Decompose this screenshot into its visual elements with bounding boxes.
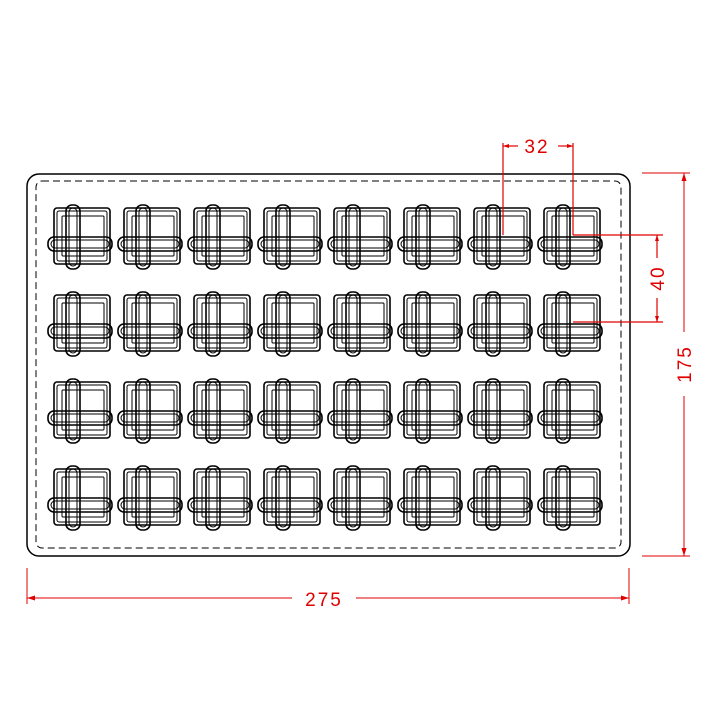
- dimension-height-label: 175: [675, 345, 696, 383]
- cavity: [537, 465, 603, 531]
- cavity: [537, 291, 603, 357]
- tray-inner-dashed-edge: [35, 180, 622, 549]
- dimension-width-label: 275: [305, 590, 343, 611]
- cavity: [327, 204, 393, 270]
- cavity: [327, 291, 393, 357]
- cavity: [397, 291, 463, 357]
- cavity: [47, 291, 113, 357]
- cavity: [467, 291, 533, 357]
- cavity: [397, 465, 463, 531]
- cavity: [467, 465, 533, 531]
- cavity: [537, 204, 603, 270]
- dimension-column-pitch-label: 32: [524, 137, 549, 158]
- cavity: [117, 465, 183, 531]
- cavity: [397, 378, 463, 444]
- cavity: [47, 204, 113, 270]
- cavity: [117, 378, 183, 444]
- cavity: [117, 204, 183, 270]
- cavity: [467, 204, 533, 270]
- cavity: [187, 378, 253, 444]
- cavity: [47, 378, 113, 444]
- cavity: [257, 204, 323, 270]
- dimension-column-pitch: [502, 143, 574, 235]
- tray-outline: [26, 173, 631, 557]
- dimension-height: [642, 172, 690, 557]
- dimension-row-pitch: [573, 234, 663, 323]
- cavity: [257, 378, 323, 444]
- cavity: [187, 291, 253, 357]
- cavity: [327, 465, 393, 531]
- cavity: [467, 378, 533, 444]
- cavity: [327, 378, 393, 444]
- cavity: [187, 204, 253, 270]
- dimension-width: [26, 568, 630, 604]
- cavity: [537, 378, 603, 444]
- cavity: [257, 291, 323, 357]
- dimension-row-pitch-label: 40: [648, 265, 669, 290]
- cavity: [117, 291, 183, 357]
- cavity: [187, 465, 253, 531]
- cavity-grid: [47, 204, 603, 531]
- cavity: [397, 204, 463, 270]
- cavity: [257, 465, 323, 531]
- cavity: [47, 465, 113, 531]
